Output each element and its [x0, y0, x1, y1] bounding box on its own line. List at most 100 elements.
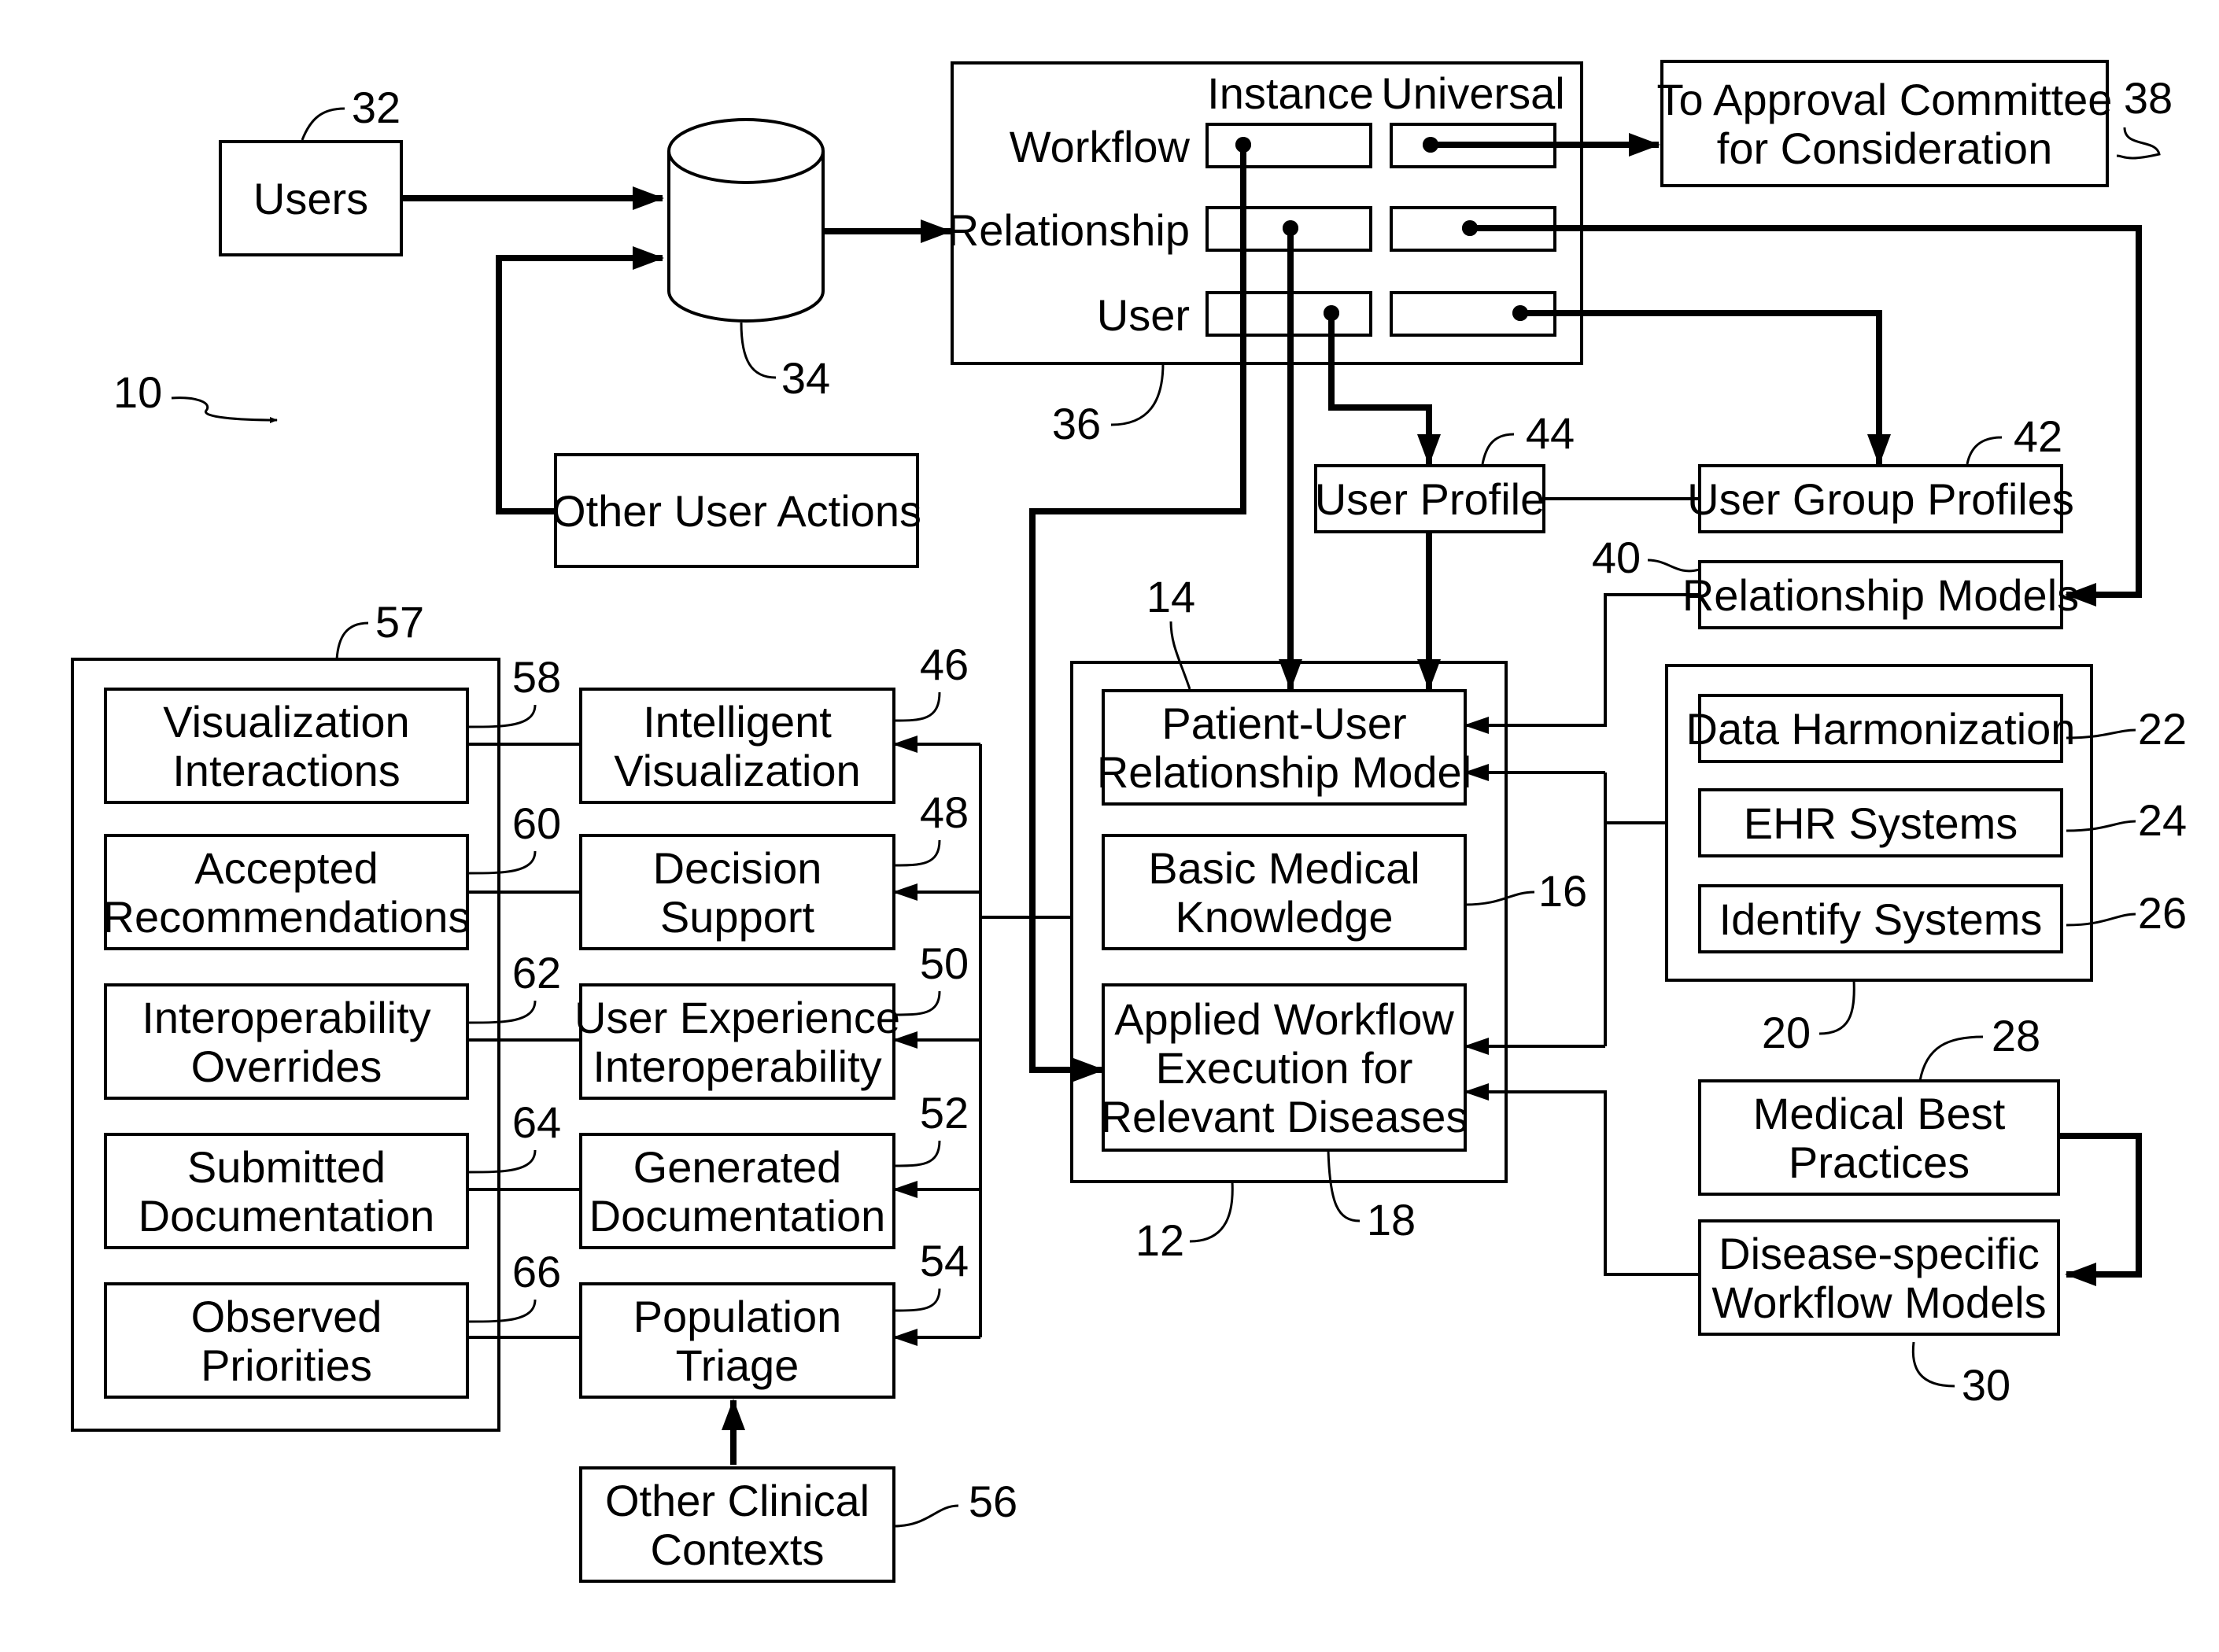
col-instance-label: Instance — [1207, 68, 1374, 118]
generated-documentation-label-line: Generated — [633, 1142, 842, 1192]
ref-figure: 10 — [113, 367, 162, 417]
ref-vis-interactions: 58 — [512, 652, 561, 702]
ref-ux: 50 — [920, 938, 969, 988]
observed-priorities-label-line: Observed — [191, 1292, 382, 1341]
ehr-systems-label-line: EHR Systems — [1744, 798, 2018, 848]
applied-workflow-label-line: Relevant Diseases — [1101, 1092, 1468, 1141]
applied-workflow-label-line: Execution for — [1156, 1043, 1413, 1093]
visualization-interactions-box: VisualizationInteractions — [105, 689, 467, 802]
applied-workflow-label-line: Applied Workflow — [1114, 994, 1454, 1044]
ref-core: 12 — [1135, 1215, 1184, 1265]
ref-decision: 48 — [920, 787, 969, 837]
ref-priorities: 66 — [512, 1247, 561, 1296]
user-group-profiles-label-line: User Group Profiles — [1687, 474, 2074, 524]
accepted-recommendations-label-line: Accepted — [194, 843, 378, 893]
user-experience-box: User ExperienceInteroperability — [574, 985, 900, 1098]
accepted-recommendations-box: AcceptedRecommendations — [103, 835, 471, 949]
relationship-models-label-line: Relationship Models — [1682, 570, 2079, 620]
generated-documentation-box: GeneratedDocumentation — [581, 1134, 894, 1248]
patient-user-model-box: Patient-UserRelationship Model — [1097, 691, 1471, 804]
users-label-line: Users — [253, 174, 368, 223]
ref-patient-user: 14 — [1146, 572, 1195, 621]
submitted-documentation-box: SubmittedDocumentation — [105, 1134, 467, 1248]
generated-documentation-label-line: Documentation — [589, 1191, 886, 1241]
disease-workflow-models-label-line: Disease-specific — [1719, 1229, 2040, 1278]
approval-committee-label-line: for Consideration — [1717, 124, 2052, 173]
basic-medical-knowledge-label-line: Knowledge — [1175, 892, 1393, 942]
approval-committee-label-line: To Approval Committee — [1657, 75, 2113, 124]
row-relationship-label: Relationship — [947, 205, 1190, 255]
row-workflow-label: Workflow — [1010, 122, 1191, 171]
ref-approval: 38 — [2124, 73, 2173, 123]
population-triage-label-line: Triage — [676, 1340, 799, 1390]
basic-medical-knowledge-box: Basic MedicalKnowledge — [1103, 835, 1465, 949]
ref-disease-workflow: 30 — [1962, 1360, 2010, 1410]
interoperability-overrides-box: InteroperabilityOverrides — [105, 985, 467, 1098]
data-harmonization-box: Data Harmonization — [1686, 695, 2076, 761]
ref-data-harmonization: 22 — [2138, 704, 2187, 754]
patient-user-model-label-line: Relationship Model — [1097, 747, 1471, 797]
boxes: UsersOther User Actions To Approval Commi… — [103, 61, 2113, 1581]
ref-basic-knowledge: 16 — [1538, 866, 1587, 916]
col-universal-label: Universal — [1381, 68, 1564, 118]
ref-overrides: 62 — [512, 948, 561, 997]
ref-accepted: 60 — [512, 798, 561, 848]
observed-priorities-label-line: Priorities — [201, 1340, 372, 1390]
data-harmonization-label-line: Data Harmonization — [1686, 704, 2076, 754]
intelligent-visualization-box: IntelligentVisualization — [581, 689, 894, 802]
observed-priorities-box: ObservedPriorities — [105, 1284, 467, 1397]
ref-other-clinical: 56 — [969, 1477, 1017, 1526]
ref-data-container: 20 — [1762, 1008, 1811, 1057]
ref-relationship-models: 40 — [1592, 533, 1641, 582]
basic-medical-knowledge-label-line: Basic Medical — [1148, 843, 1420, 893]
identify-systems-label-line: Identify Systems — [1719, 894, 2043, 944]
intelligent-visualization-label-line: Visualization — [614, 746, 860, 795]
ref-applied-workflow: 18 — [1367, 1195, 1416, 1245]
intelligent-visualization-label-line: Intelligent — [643, 697, 832, 747]
other-clinical-contexts-label-line: Other Clinical — [605, 1476, 870, 1525]
population-triage-box: PopulationTriage — [581, 1284, 894, 1397]
ref-ehr: 24 — [2138, 795, 2187, 845]
ref-users: 32 — [352, 83, 401, 132]
medical-best-practices-label-line: Medical Best — [1753, 1089, 2006, 1138]
medical-best-practices-label-line: Practices — [1789, 1138, 1970, 1187]
ref-user-profile: 44 — [1526, 408, 1575, 458]
row-user-label: User — [1097, 290, 1190, 340]
disease-workflow-models-label-line: Workflow Models — [1711, 1278, 2046, 1327]
database-cylinder — [669, 120, 823, 321]
ref-intelligent-vis: 46 — [920, 640, 969, 689]
visualization-interactions-label-line: Interactions — [172, 746, 401, 795]
population-triage-label-line: Population — [633, 1292, 842, 1341]
ref-best-practices: 28 — [1992, 1011, 2040, 1060]
applied-workflow-box: Applied WorkflowExecution forRelevant Di… — [1101, 985, 1468, 1150]
ref-database: 34 — [781, 353, 830, 403]
ref-generated: 52 — [920, 1088, 969, 1138]
accepted-recommendations-label-line: Recommendations — [103, 892, 471, 942]
patient-user-model-label-line: Patient-User — [1161, 699, 1406, 748]
ref-feedback: 57 — [375, 597, 424, 647]
relationship-models-box: Relationship Models — [1682, 562, 2079, 628]
user-profile-box: User Profile — [1315, 466, 1545, 532]
medical-best-practices-box: Medical BestPractices — [1700, 1081, 2058, 1194]
submitted-documentation-label-line: Submitted — [187, 1142, 386, 1192]
other-clinical-contexts-box: Other ClinicalContexts — [581, 1468, 894, 1581]
identify-systems-box: Identify Systems — [1700, 886, 2062, 952]
user-experience-label-line: User Experience — [574, 993, 900, 1042]
other-user-actions-box: Other User Actions — [552, 455, 921, 566]
disease-workflow-models-box: Disease-specificWorkflow Models — [1700, 1221, 2058, 1334]
submitted-documentation-label-line: Documentation — [138, 1191, 435, 1241]
interoperability-overrides-label-line: Overrides — [191, 1042, 382, 1091]
user-experience-label-line: Interoperability — [593, 1042, 881, 1091]
user-profile-label-line: User Profile — [1315, 474, 1545, 524]
approval-committee-box: To Approval Committeefor Consideration — [1657, 61, 2113, 186]
other-clinical-contexts-label-line: Contexts — [651, 1525, 825, 1574]
decision-support-label-line: Decision — [653, 843, 822, 893]
ref-user-group: 42 — [2014, 411, 2062, 461]
ref-identify: 26 — [2138, 888, 2187, 938]
interoperability-overrides-label-line: Interoperability — [142, 993, 430, 1042]
other-user-actions-label-line: Other User Actions — [552, 486, 921, 536]
ref-settings: 36 — [1052, 399, 1101, 448]
visualization-interactions-label-line: Visualization — [163, 697, 409, 747]
